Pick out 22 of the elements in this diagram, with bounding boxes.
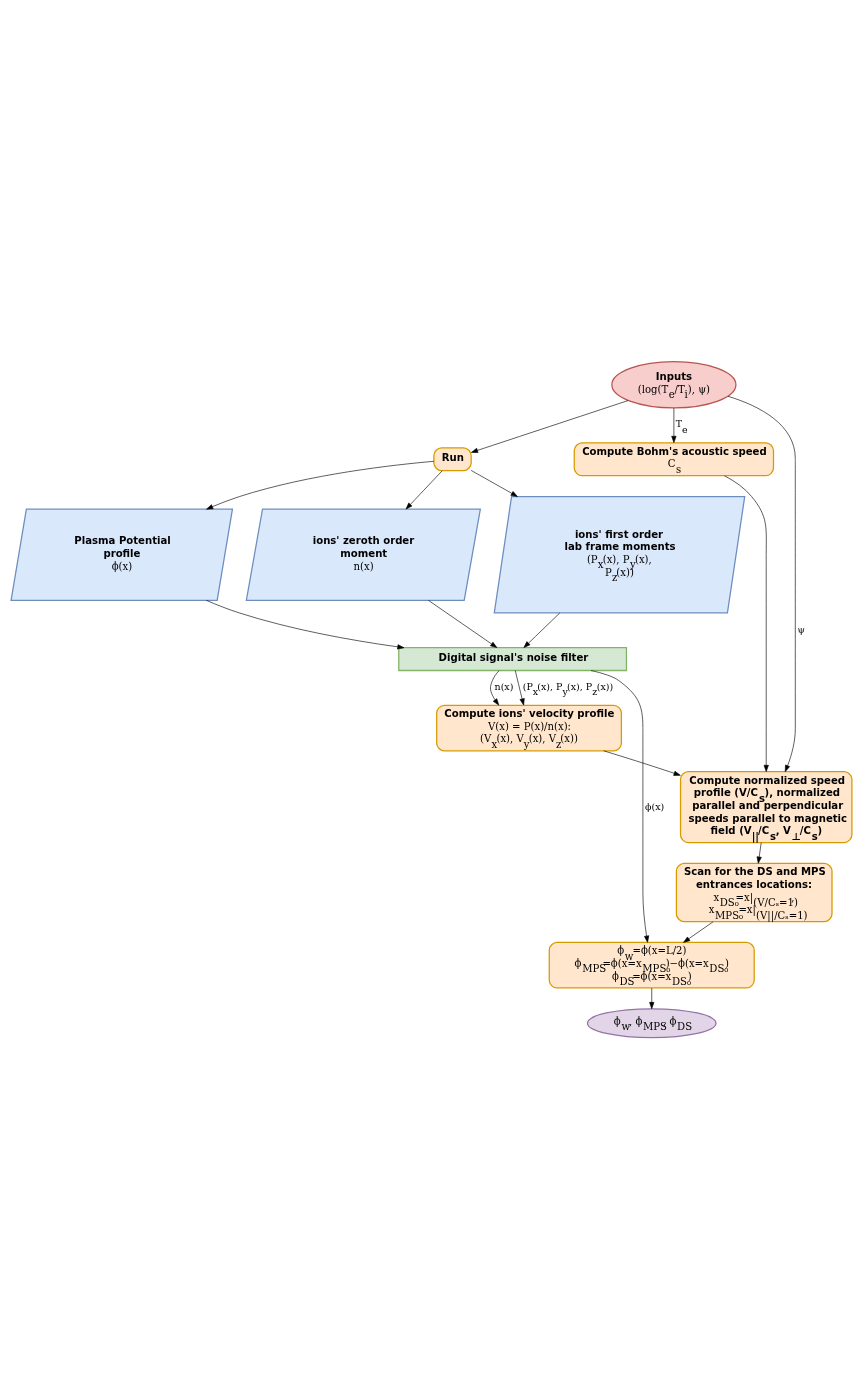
arrow — [206, 600, 405, 650]
arrow — [724, 475, 769, 772]
arrow — [523, 612, 561, 648]
arrow — [206, 461, 435, 510]
node-box: Digital signal's noise filter — [398, 647, 628, 672]
arrow — [514, 670, 525, 706]
arrow — [490, 670, 500, 706]
arrow — [470, 470, 518, 497]
arrow — [590, 670, 650, 943]
arrow — [683, 921, 714, 943]
edge-label: n(x) — [494, 681, 514, 693]
arrow — [756, 842, 762, 864]
arrow — [671, 407, 677, 443]
node-box: Run — [433, 447, 472, 472]
arrow — [428, 600, 498, 648]
arrow — [603, 750, 681, 776]
arrow — [649, 987, 655, 1009]
arrow — [405, 470, 443, 510]
arrow — [727, 395, 796, 772]
edge-label: ψ — [797, 623, 805, 635]
arrow — [471, 400, 629, 453]
edge-label: ϕ(x) — [645, 800, 665, 812]
